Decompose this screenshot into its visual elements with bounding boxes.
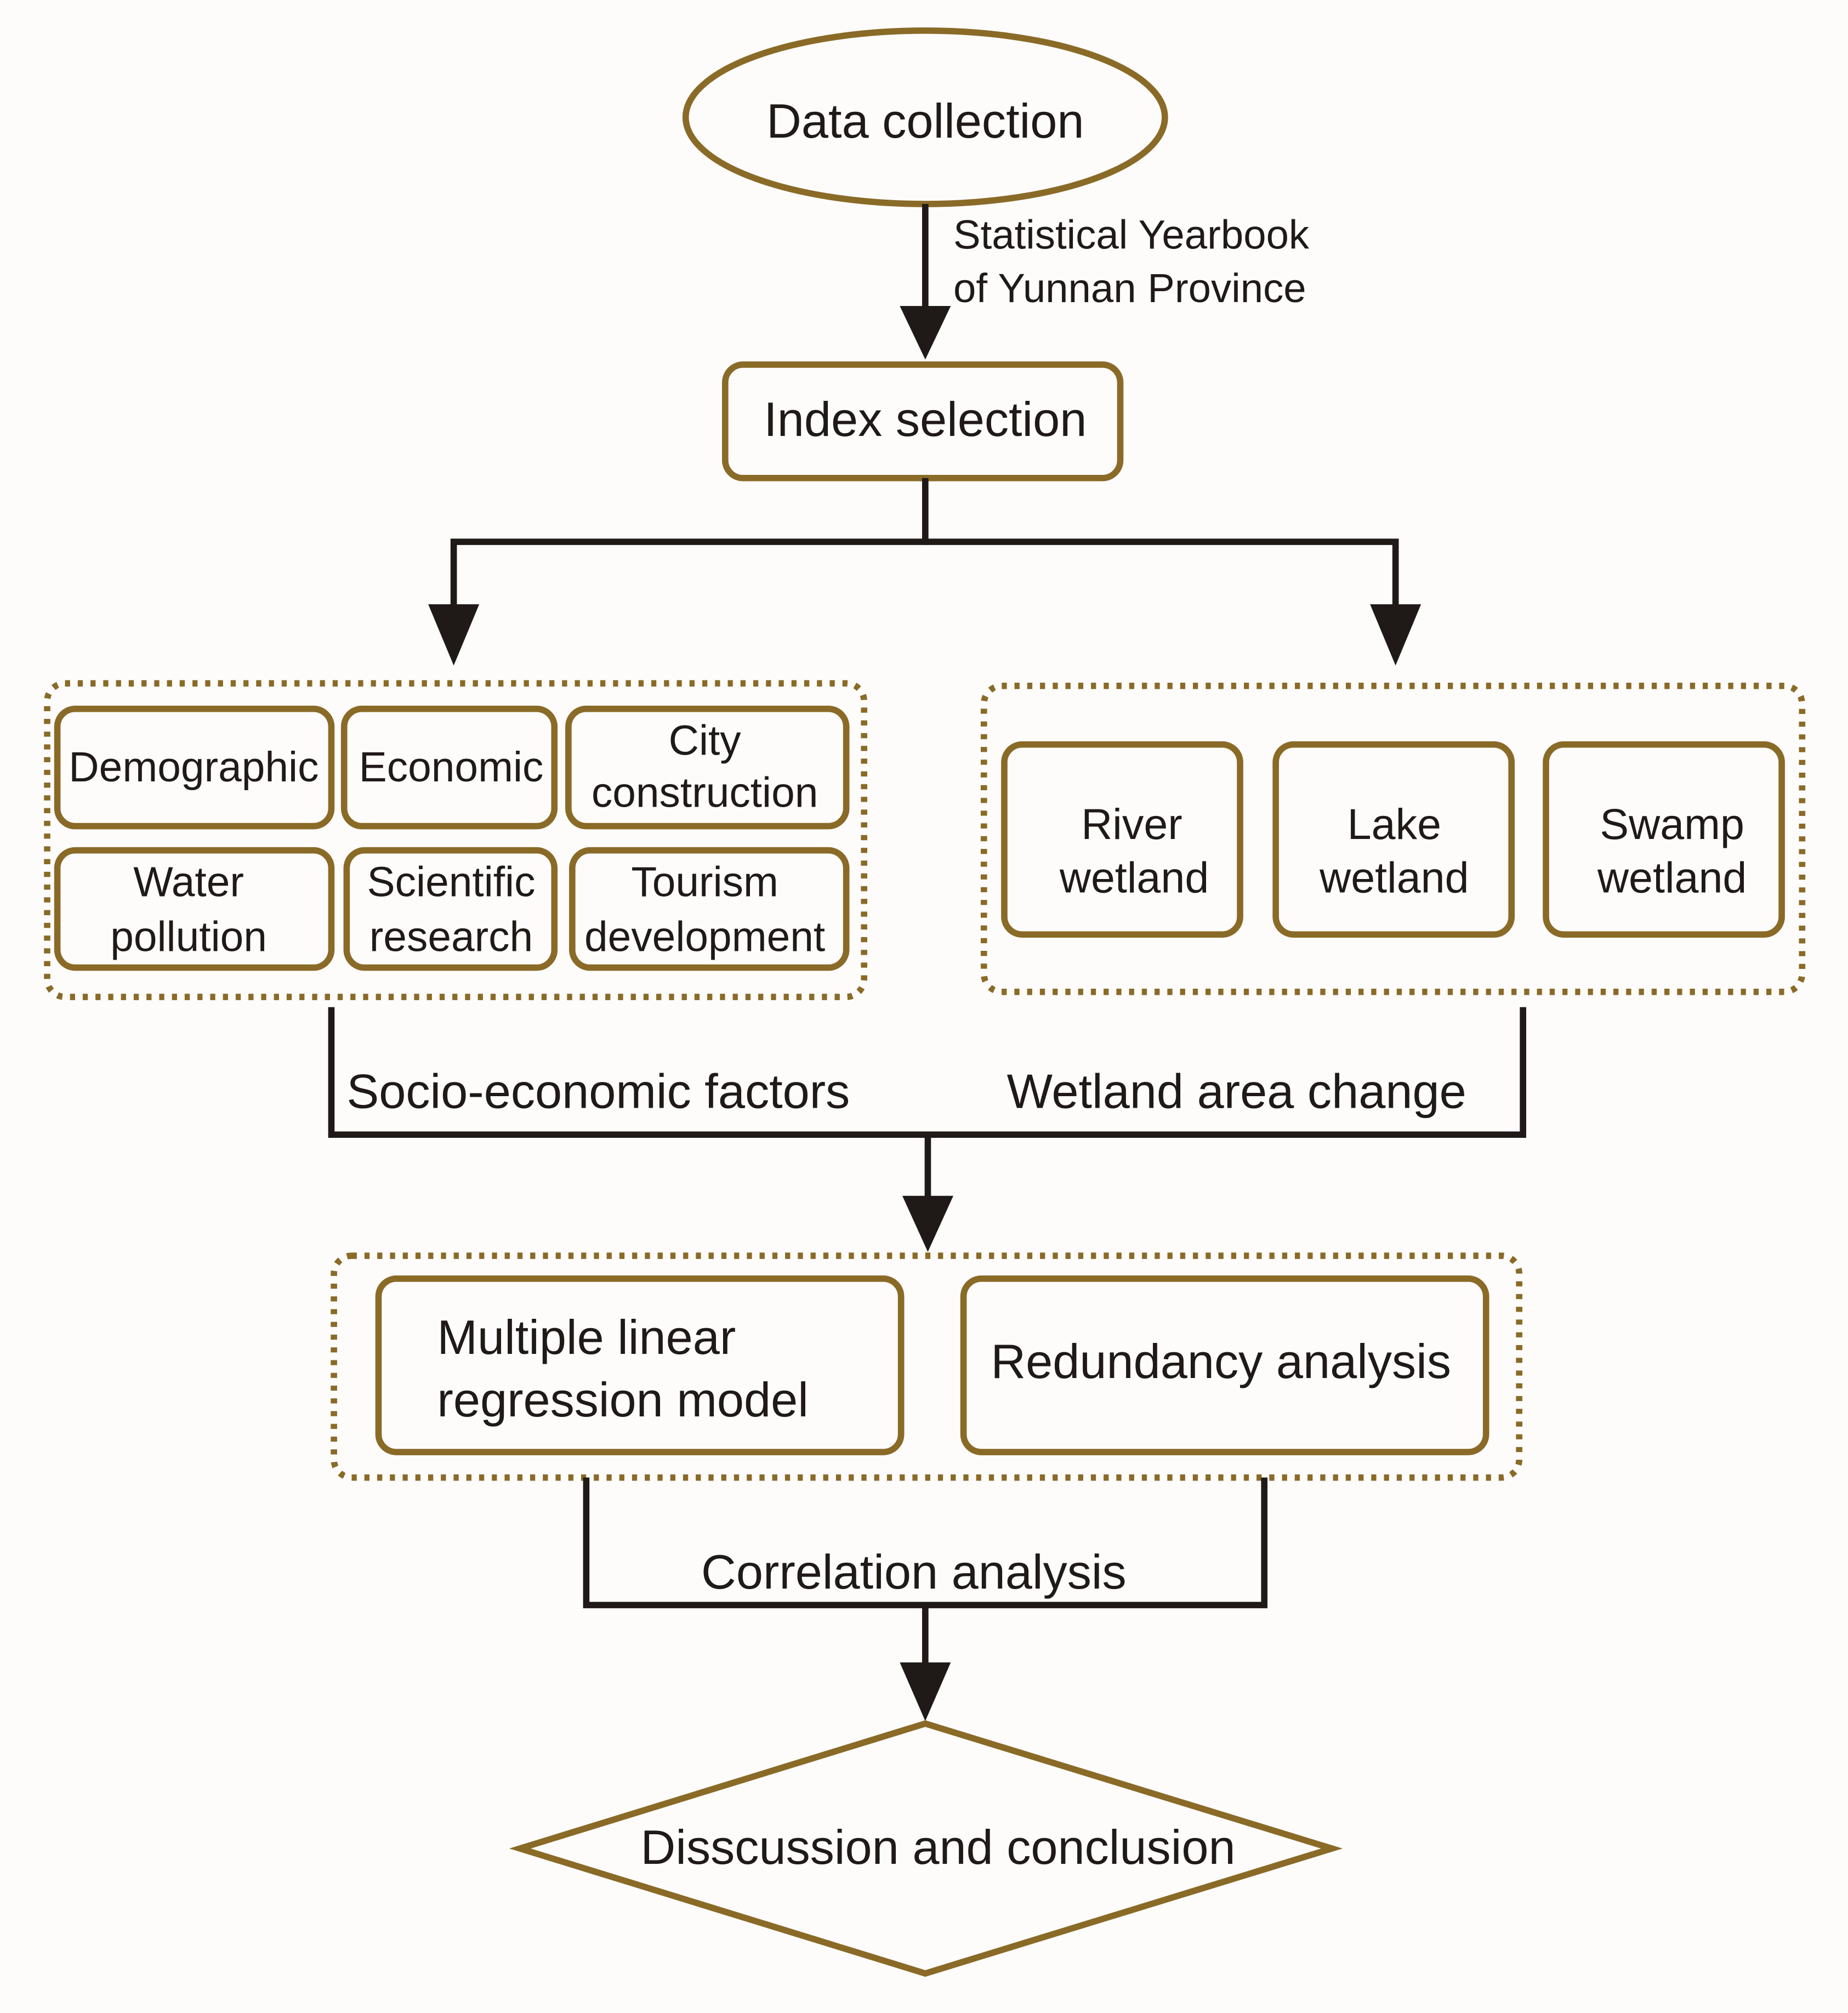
river-label-line2: wetland xyxy=(1059,853,1209,901)
swamp-label-line1: Swamp xyxy=(1600,799,1744,848)
arrowhead-index xyxy=(900,306,951,360)
index-selection-label: Index selection xyxy=(764,392,1087,446)
wetland-group xyxy=(980,682,1806,995)
economic-box xyxy=(340,705,558,830)
socio-economic-factors-label: Socio-economic factors xyxy=(346,1064,850,1118)
branch-connector xyxy=(450,478,929,612)
river-wetland-box xyxy=(1001,741,1243,938)
multiple-linear-regression-box xyxy=(375,1275,905,1455)
demographic-box xyxy=(54,705,335,830)
water-label-line2: pollution xyxy=(110,914,267,960)
redundancy-analysis-box xyxy=(960,1275,1489,1455)
swamp-label-line2: wetland xyxy=(1597,853,1747,901)
data-collection-label: Data collection xyxy=(766,94,1084,148)
lake-label-line1: Lake xyxy=(1347,799,1441,848)
source-label-line1: Statistical Yearbook xyxy=(953,212,1310,257)
analysis-group xyxy=(331,1252,1523,1481)
tourism-development-box xyxy=(569,847,850,971)
socio-economic-group xyxy=(44,680,868,1000)
mlr-label-line1: Multiple linear xyxy=(437,1310,736,1364)
tourism-label-line2: development xyxy=(584,914,825,960)
arrowhead-analysis xyxy=(902,1195,953,1252)
conclusion-label: Disscussion and conclusion xyxy=(641,1820,1236,1874)
branch-connector-right xyxy=(925,538,1399,612)
water-pollution-box xyxy=(54,847,335,971)
lake-label-line2: wetland xyxy=(1319,853,1469,901)
lake-wetland-box xyxy=(1272,741,1515,938)
sci-label-line2: research xyxy=(369,914,533,960)
conclusion-node xyxy=(509,1720,1343,1977)
correlation-analysis-label: Correlation analysis xyxy=(701,1545,1127,1599)
swamp-wetland-box xyxy=(1543,741,1785,938)
economic-label: Economic xyxy=(359,744,544,791)
city-construction-box xyxy=(565,705,850,830)
scientific-research-box xyxy=(343,847,558,971)
mlr-label-line2: regression model xyxy=(437,1373,809,1427)
river-label-line1: River xyxy=(1081,799,1182,848)
city-label-line1: City xyxy=(669,717,742,764)
water-label-line1: Water xyxy=(133,859,244,905)
arrowhead-socio xyxy=(428,604,480,666)
city-label-line2: construction xyxy=(592,770,818,816)
arrowhead-conclusion xyxy=(900,1662,951,1721)
tourism-label-line1: Tourism xyxy=(631,859,778,905)
demographic-label: Demographic xyxy=(69,744,319,791)
source-label-line2: of Yunnan Province xyxy=(953,265,1306,311)
arrowhead-wetland xyxy=(1370,604,1421,666)
sci-label-line1: Scientific xyxy=(367,859,536,905)
wetland-area-change-label: Wetland area change xyxy=(1007,1064,1466,1118)
redundancy-label: Redundancy analysis xyxy=(991,1334,1451,1388)
